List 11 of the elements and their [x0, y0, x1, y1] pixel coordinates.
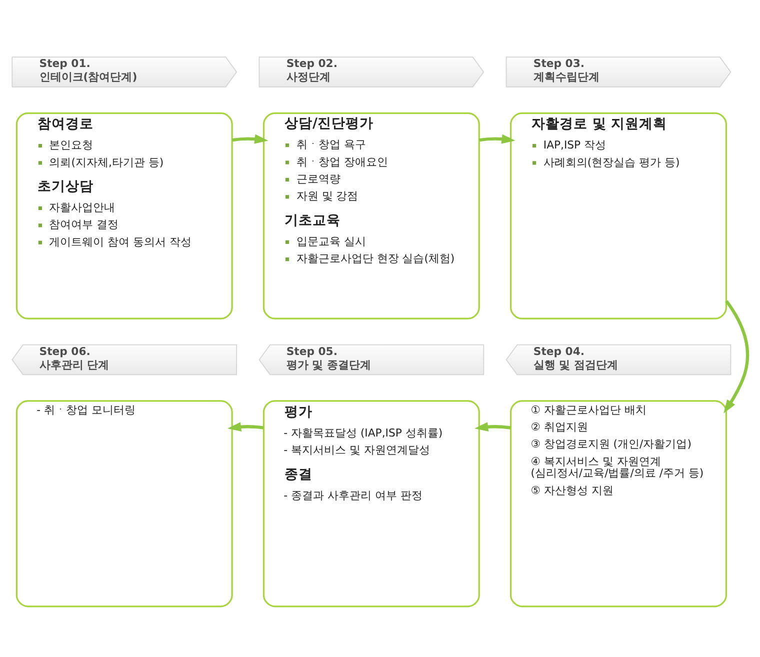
node-box: - 취ㆍ창업 모니터링	[16, 400, 233, 607]
arrow	[479, 134, 516, 144]
arrow	[227, 422, 264, 432]
node-box: 자활경로 및 지원계획 IAP,ISP 작성 사례회의(현장실습 평가 등)	[510, 112, 727, 319]
node-box: ① 자활근로사업단 배치 ② 취업지원 ③ 창업경로지원 (개인/자활기업) ④ 복지서비스 및 자원연계 (심리정서/교육/법률/의료 /주거 등) ⑤ 자산형성 지원	[510, 400, 727, 607]
arrow	[232, 134, 268, 144]
node-box: 평가 - 자활목표달성 (IAP,ISP 성취률) - 복지서비스 및 자원연계달성 종결 - 종결과 사후관리 여부 판정	[262, 400, 480, 607]
node-box: 상담/진단평가 취ㆍ창업 욕구 취ㆍ창업 장애요인 근로역량 자원 및 강점 기초교육 입문교육 실시 자활근로사업단 현장 실습(체험)	[262, 112, 480, 319]
arrow	[474, 422, 511, 432]
node-box: 참여경로 본인요청 의뢰(지자체,타기관 등) 초기상담 자활사업안내 참여여부 결정 게이트웨이 참여 동의서 작성	[16, 112, 233, 319]
arrow	[724, 300, 750, 413]
